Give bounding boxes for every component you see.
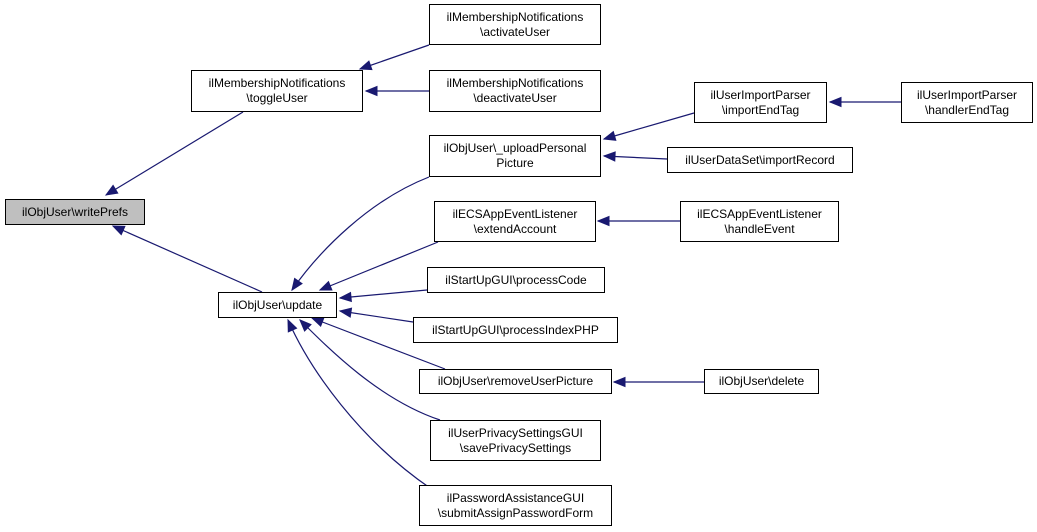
node-writeprefs[interactable]: ilObjUser\writePrefs (5, 199, 145, 225)
edge-processIndexPHP-to-update (339, 310, 414, 323)
node-toggleuser[interactable]: ilMembershipNotifications \toggleUser (191, 70, 363, 112)
node-label: ilObjUser\_uploadPersonal (443, 141, 587, 155)
node-extendaccount[interactable]: ilECSAppEventListener \extendAccount (434, 201, 596, 242)
node-label: ilObjUser\removeUserPicture (437, 374, 594, 388)
node-update[interactable]: ilObjUser\update (218, 292, 337, 318)
node-delete[interactable]: ilObjUser\delete (704, 369, 819, 394)
node-label: ilMembershipNotifications (208, 76, 346, 90)
node-label: \deactivateUser (473, 91, 557, 105)
node-label: ilUserImportParser (710, 87, 811, 102)
arrowhead-importEndTag-to-uploadPicture (602, 130, 617, 141)
edge-activateUser-to-toggleUser (359, 44, 430, 70)
arrowhead-savePrivacySettings-to-update (299, 319, 312, 332)
node-label: \extendAccount (473, 221, 557, 236)
node-label: ilMembershipNotifications (446, 76, 584, 90)
node-uploadpersonalpicture[interactable]: ilObjUser\_uploadPersonal Picture (429, 135, 601, 177)
node-handleevent[interactable]: ilECSAppEventListener \handleEvent (680, 201, 839, 242)
node-processcode[interactable]: ilStartUpGUI\processCode (427, 267, 605, 293)
node-label: \activateUser (479, 24, 551, 39)
node-label: ilStartUpGUI\processIndexPHP (432, 322, 599, 337)
arrowhead-activateUser-to-toggleUser (358, 60, 373, 71)
node-label: \importEndTag (721, 102, 800, 117)
node-removeuserpicture[interactable]: ilObjUser\removeUserPicture (419, 369, 612, 394)
arrowhead-importRecord-to-uploadPicture (602, 151, 616, 162)
node-label: ilMembershipNotifications (446, 9, 584, 24)
node-label: ilObjUser\delete (718, 374, 805, 388)
node-label: ilECSAppEventListener (697, 206, 822, 221)
arrowhead-processCode-to-update (338, 291, 352, 303)
arrowhead-deactivateUser-to-toggleUser (364, 85, 378, 97)
arrowhead-handleEvent-to-extendAccount (596, 215, 610, 227)
arrowhead-submitAssignPassword-to-update (287, 318, 298, 333)
node-deactivateuser[interactable]: ilMembershipNotifications \deactivateUse… (429, 70, 601, 112)
node-label: ilStartUpGUI\processCode (445, 272, 587, 287)
arrowhead-processIndexPHP-to-update (338, 307, 353, 318)
edge-submitAssignPassword-to-update (287, 319, 431, 489)
node-submitassignpasswordform[interactable]: ilPasswordAssistanceGUI \submitAssignPas… (419, 485, 612, 526)
edge-toggleUser-to-writePrefs (105, 111, 244, 196)
node-importendtag[interactable]: ilUserImportParser \importEndTag (694, 82, 827, 123)
node-label: \toggleUser (246, 91, 308, 105)
edge-savePrivacySettings-to-update (299, 319, 441, 421)
edge-processCode-to-update (339, 289, 428, 299)
arrowhead-handlerEndTag-to-importEndTag (828, 96, 842, 108)
node-label: ilECSAppEventListener (452, 206, 578, 221)
arrowhead-extendAccount-to-update (318, 280, 333, 291)
node-label: ilObjUser\update (232, 297, 323, 312)
node-label: ilUserImportParser (916, 87, 1018, 102)
arrowhead-update-to-writePrefs (111, 225, 126, 236)
node-label: \handleEvent (724, 221, 795, 236)
node-label: Picture (496, 156, 534, 170)
arrowhead-delete-to-removeUserPicture (612, 376, 626, 388)
edge-uploadPicture-to-update (291, 176, 430, 291)
node-importrecord[interactable]: ilUserDataSet\importRecord (667, 147, 853, 173)
node-label: \submitAssignPasswordForm (437, 505, 594, 520)
node-label: ilUserPrivacySettingsGUI (448, 425, 583, 440)
node-label: ilUserDataSet\importRecord (685, 152, 835, 167)
node-label: \savePrivacySettings (459, 440, 572, 455)
edge-importEndTag-to-uploadPicture (603, 112, 695, 140)
edge-removeUserPicture-to-update (311, 317, 446, 370)
node-processindexphp[interactable]: ilStartUpGUI\processIndexPHP (413, 317, 618, 343)
node-label: ilPasswordAssistanceGUI (446, 490, 585, 505)
arrowhead-uploadPicture-to-update (291, 277, 303, 292)
arrowhead-toggleUser-to-writePrefs (104, 184, 119, 196)
arrowhead-removeUserPicture-to-update (310, 317, 325, 328)
edge-update-to-writePrefs (112, 225, 263, 293)
node-activateuser[interactable]: ilMembershipNotifications \activateUser (429, 4, 601, 45)
node-saveprivacysettings[interactable]: ilUserPrivacySettingsGUI \savePrivacySet… (430, 420, 601, 461)
edge-extendAccount-to-update (319, 241, 439, 291)
node-label: \handlerEndTag (924, 102, 1010, 117)
node-label: ilObjUser\writePrefs (21, 204, 129, 219)
node-handlerendtag[interactable]: ilUserImportParser \handlerEndTag (901, 82, 1033, 123)
